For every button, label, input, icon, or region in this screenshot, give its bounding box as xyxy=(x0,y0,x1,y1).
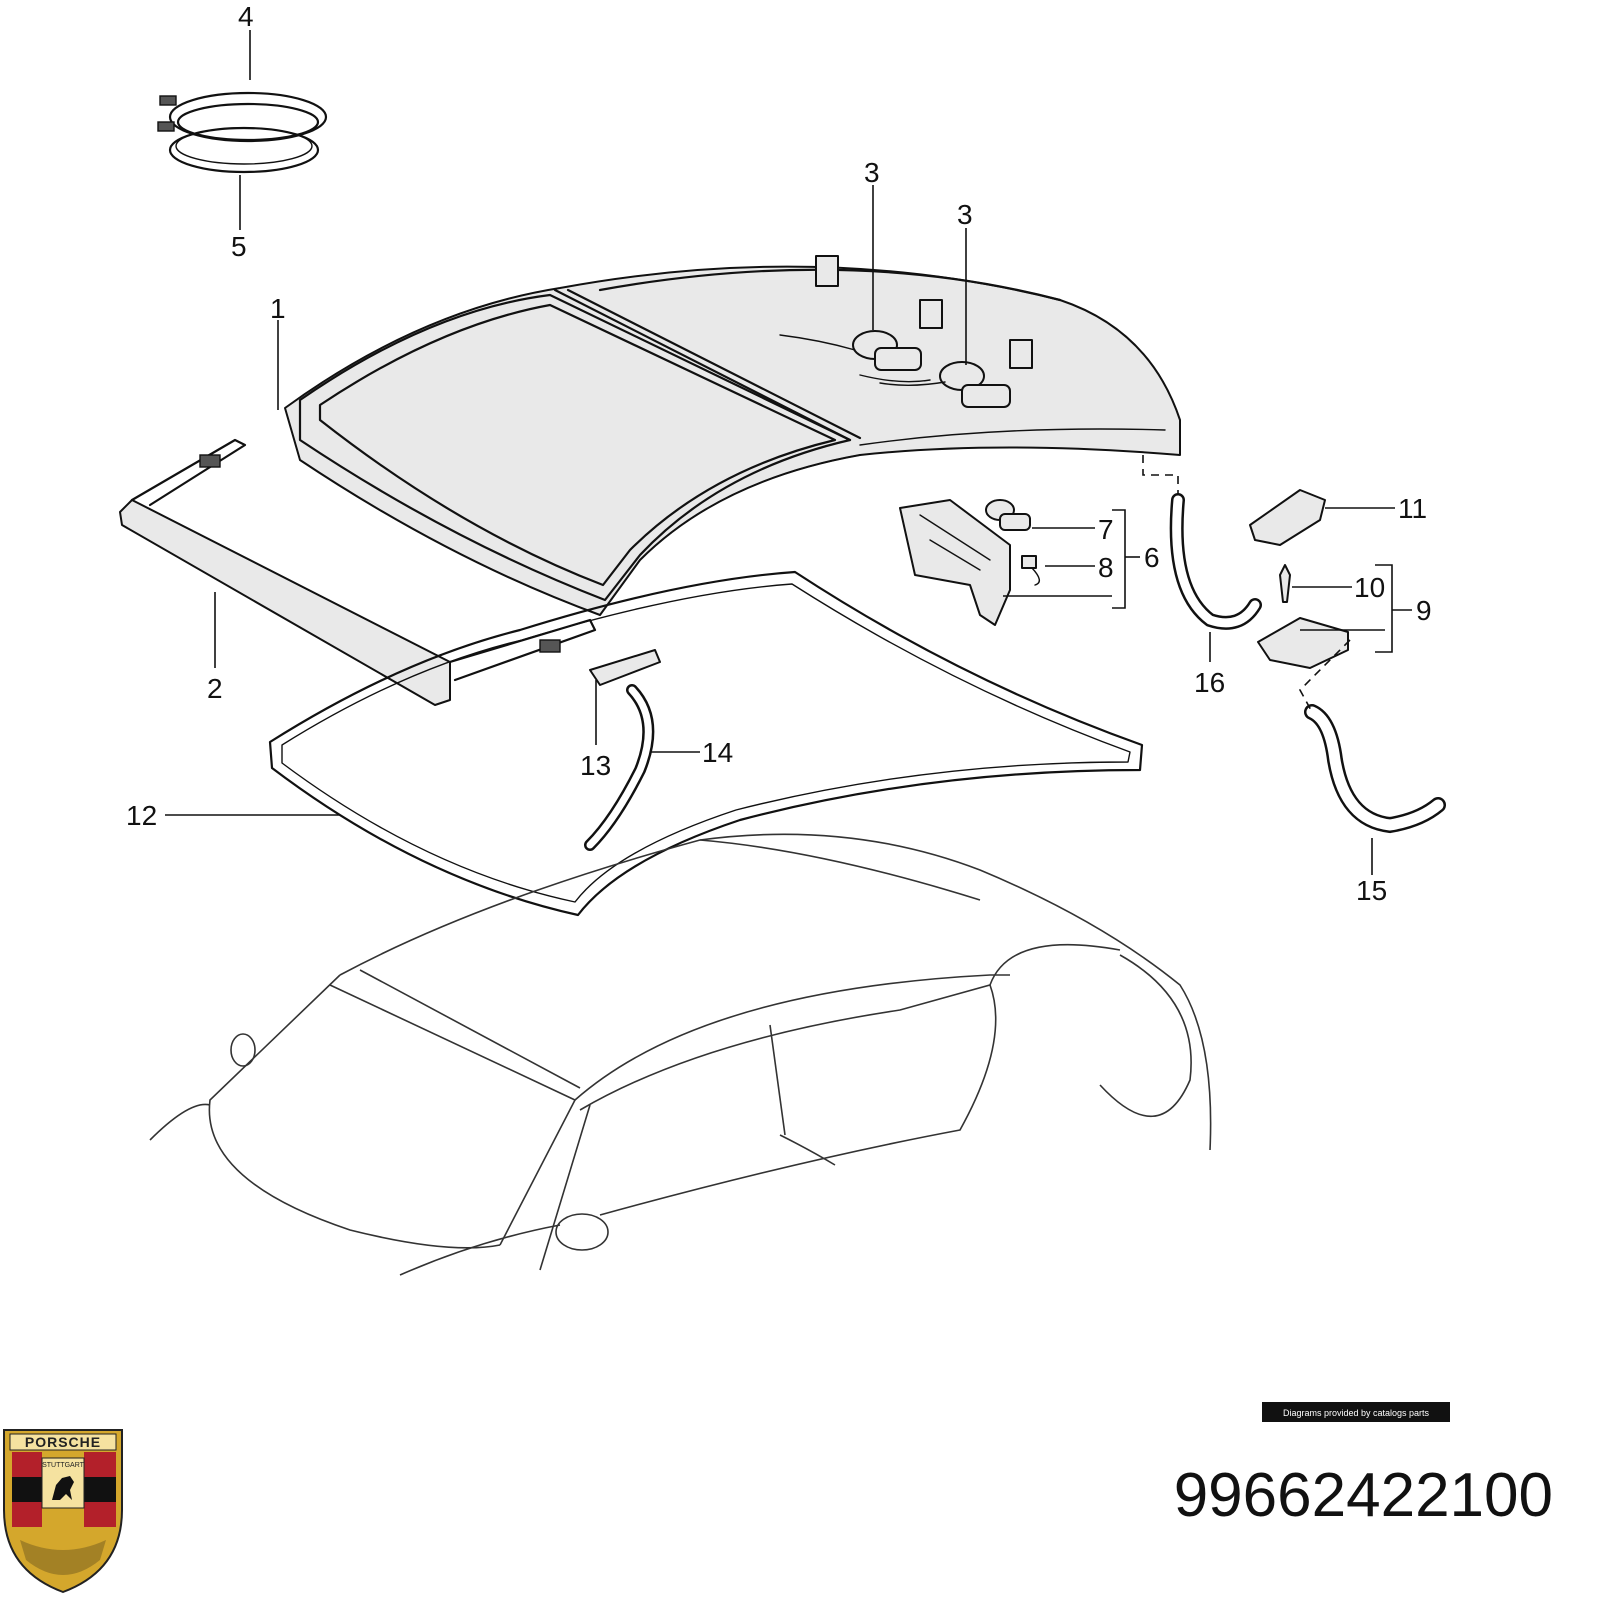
callout-2: 2 xyxy=(207,673,223,704)
credit-text: Diagrams provided by catalogs parts xyxy=(1283,1408,1430,1418)
callout-9: 9 xyxy=(1416,595,1432,626)
callout-16: 16 xyxy=(1194,667,1225,698)
part-number: 99662422100 xyxy=(1174,1461,1553,1530)
callout-12: 12 xyxy=(126,800,157,831)
callout-6: 6 xyxy=(1144,542,1160,573)
callout-3-right: 3 xyxy=(957,199,973,230)
drain-hose-16 xyxy=(1169,493,1262,630)
callout-14: 14 xyxy=(702,737,733,768)
bracket-11 xyxy=(1249,489,1326,546)
leader-lines xyxy=(165,30,1412,875)
drain-hose-15 xyxy=(1304,704,1446,834)
roof-motor-right xyxy=(879,361,1011,408)
car-body-outline xyxy=(149,833,1212,1276)
front-crossmember xyxy=(119,438,597,706)
callout-13: 13 xyxy=(580,750,611,781)
latch-bracket-assembly xyxy=(899,499,1040,626)
crest-city-text: STUTTGART xyxy=(42,1462,85,1469)
callout-1: 1 xyxy=(270,293,286,324)
drain-hose-14 xyxy=(584,649,661,851)
callout-8: 8 xyxy=(1098,552,1114,583)
crest-brand-text: PORSCHE xyxy=(25,1434,101,1450)
rear-latch-assembly xyxy=(1257,564,1349,669)
callout-4: 4 xyxy=(238,1,254,32)
callout-10: 10 xyxy=(1354,572,1385,603)
callout-3-left: 3 xyxy=(864,157,880,188)
callout-5: 5 xyxy=(231,231,247,262)
credit-banner: Diagrams provided by catalogs parts xyxy=(1262,1402,1450,1422)
callout-11: 11 xyxy=(1398,493,1427,524)
callout-15: 15 xyxy=(1356,875,1387,906)
callout-7: 7 xyxy=(1098,514,1114,545)
brand-crest-logo: PORSCHE STUTTGART xyxy=(3,1429,123,1594)
callouts: 4 5 1 2 3 3 7 8 6 11 10 9 16 15 13 14 12 xyxy=(126,1,1432,906)
seal-ring-4-5 xyxy=(157,91,328,174)
roof-frame-assembly xyxy=(284,255,1181,616)
roof-seal-12 xyxy=(268,570,1144,917)
roof-motor-left xyxy=(779,330,931,383)
